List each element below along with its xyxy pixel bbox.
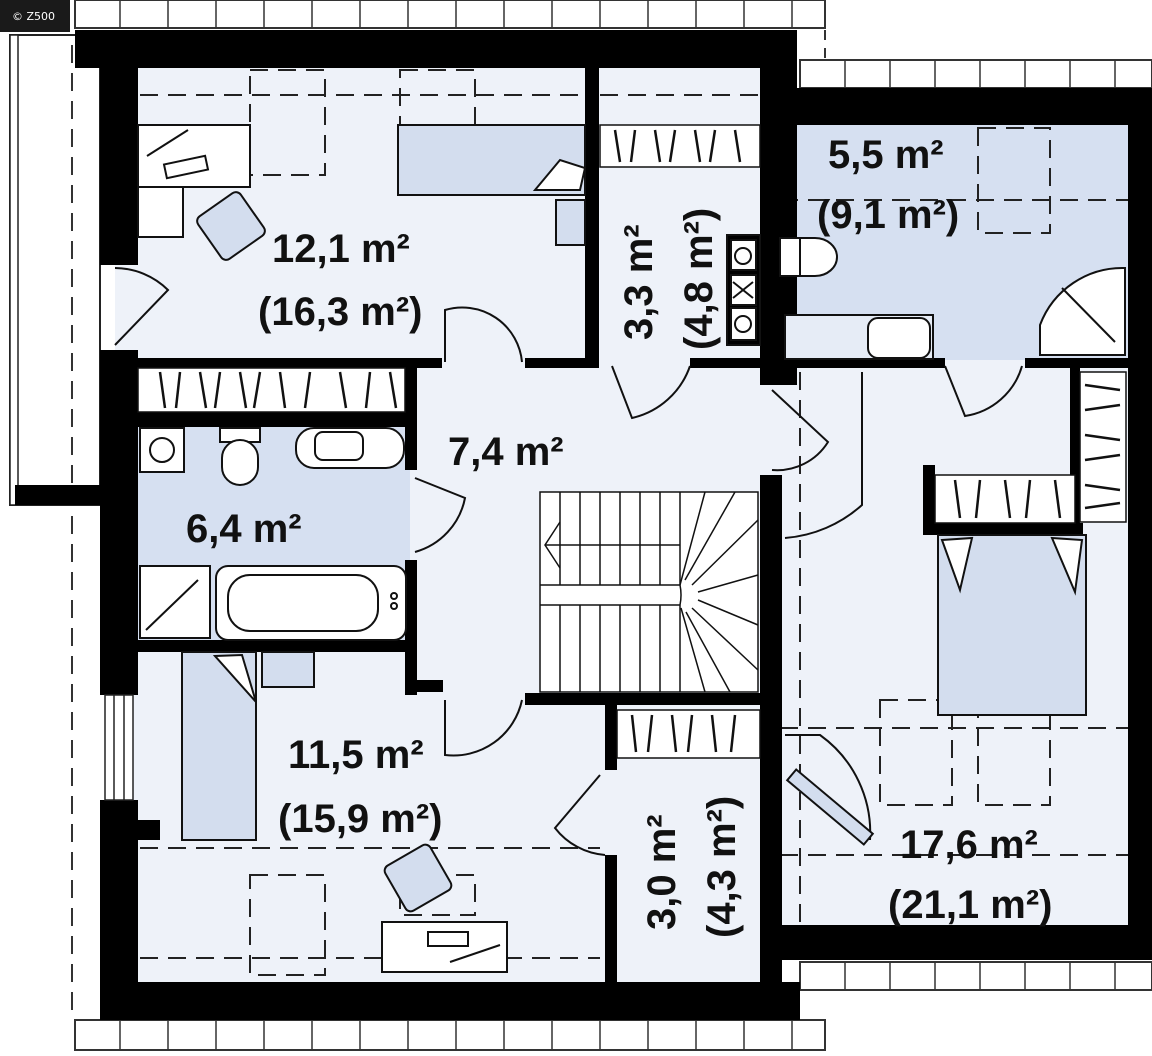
closet-s-gross: (4,3 m²) xyxy=(700,796,744,938)
watermark-text: © Z500 xyxy=(12,10,55,23)
wardrobe-hangers xyxy=(158,129,1121,753)
room-sw-gross: (15,9 m²) xyxy=(278,797,443,841)
bedroom-e-area: 17,6 m² xyxy=(900,823,1038,867)
bath-w-area: 6,4 m² xyxy=(186,507,302,551)
room-sw-area: 11,5 m² xyxy=(288,733,424,777)
room-nw-furniture xyxy=(137,124,587,261)
bath-west-fixtures xyxy=(139,427,407,641)
room-nw-gross: (16,3 m²) xyxy=(258,290,423,334)
closet-s-area: 3,0 m² xyxy=(640,814,684,930)
room-sw-furniture xyxy=(181,651,508,973)
west-balcony xyxy=(9,34,105,506)
closet-n-area: 3,3 m² xyxy=(617,224,661,340)
staircase xyxy=(539,491,759,693)
bedroom-e-gross: (21,1 m²) xyxy=(888,883,1053,927)
watermark: © Z500 xyxy=(0,0,70,32)
west-window xyxy=(104,694,134,801)
closet-n-gross: (4,8 m²) xyxy=(677,208,721,350)
bath-ne-fixtures xyxy=(726,234,1126,360)
hall-area: 7,4 m² xyxy=(448,430,564,474)
doors xyxy=(114,267,1023,856)
room-labels: 12,1 m² (16,3 m²) 3,3 m² (4,8 m²) 5,5 m²… xyxy=(186,133,1053,938)
bath-ne-area: 5,5 m² xyxy=(828,133,944,177)
room-nw-area: 12,1 m² xyxy=(272,227,410,271)
bath-ne-gross: (9,1 m²) xyxy=(817,193,959,237)
bedroom-furniture xyxy=(785,534,1087,846)
